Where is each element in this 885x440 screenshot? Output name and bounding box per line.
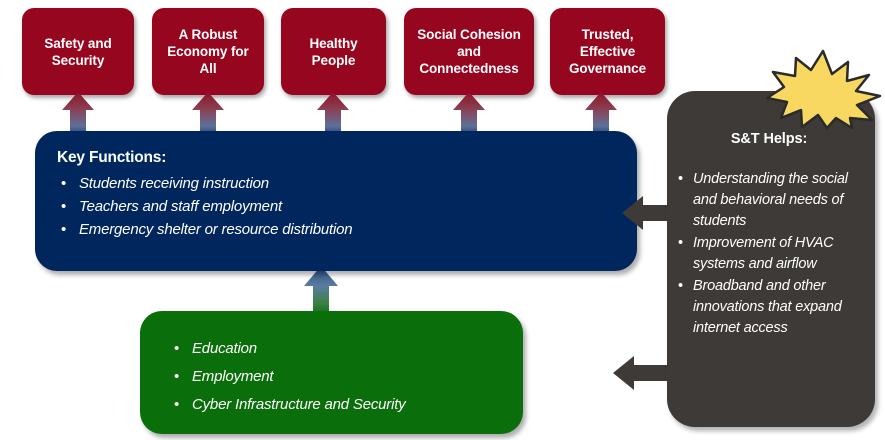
foundations-item: Education bbox=[170, 335, 501, 363]
st-helps-item: Improvement of HVAC systems and airflow bbox=[677, 233, 861, 275]
st-helps-panel[interactable]: S&T Helps: Understanding the social and … bbox=[667, 91, 875, 427]
key-functions-item: Teachers and staff employment bbox=[57, 195, 615, 218]
outcome-box-trusted-governance[interactable]: Trusted, Effective Governance bbox=[550, 8, 665, 95]
foundations-box[interactable]: Education Employment Cyber Infrastructur… bbox=[140, 311, 523, 434]
up-arrow-icon-to-social-cohesion bbox=[453, 92, 485, 139]
foundations-list: Education Employment Cyber Infrastructur… bbox=[170, 335, 501, 419]
outcome-box-robust-economy-for-all[interactable]: A Robust Economy for All bbox=[152, 8, 264, 95]
foundations-item: Employment bbox=[170, 363, 501, 391]
outcome-box-safety-and-security[interactable]: Safety and Security bbox=[22, 8, 134, 95]
outcome-label: Trusted, Effective Governance bbox=[568, 27, 647, 76]
foundations-item: Cyber Infrastructure and Security bbox=[170, 391, 501, 419]
left-arrow-icon-st-to-foundations bbox=[613, 356, 683, 390]
key-functions-list: Students receiving instruction Teachers … bbox=[57, 172, 615, 241]
st-helps-list: Understanding the social and behavioral … bbox=[677, 169, 861, 339]
st-helps-title: S&T Helps: bbox=[730, 131, 808, 147]
up-arrow-icon-to-healthy-people bbox=[317, 92, 349, 139]
outcome-label: Safety and Security bbox=[44, 35, 112, 68]
up-arrow-icon-to-trusted-governance bbox=[585, 92, 617, 139]
outcome-label: Social Cohesion and Connectedness bbox=[417, 27, 521, 76]
key-functions-item: Emergency shelter or resource distributi… bbox=[57, 218, 615, 241]
st-helps-item: Broadband and other innovations that exp… bbox=[677, 276, 861, 339]
outcome-box-social-cohesion[interactable]: Social Cohesion and Connectedness bbox=[404, 8, 534, 95]
starburst-icon bbox=[765, 49, 882, 130]
up-arrow-icon-to-robust-economy bbox=[192, 92, 224, 139]
outcome-label: Healthy People bbox=[309, 35, 358, 68]
up-arrow-icon-to-safety-and-security bbox=[62, 92, 94, 139]
key-functions-title: Key Functions: bbox=[57, 149, 167, 166]
left-arrow-icon-st-to-key-functions bbox=[622, 196, 680, 230]
up-arrow-icon-foundations-to-key-functions bbox=[304, 266, 338, 317]
key-functions-box[interactable]: Key Functions: Students receiving instru… bbox=[35, 131, 637, 271]
st-helps-item: Understanding the social and behavioral … bbox=[677, 169, 861, 232]
key-functions-item: Students receiving instruction bbox=[57, 172, 615, 195]
outcome-label: A Robust Economy for All bbox=[167, 27, 249, 76]
outcome-box-healthy-people[interactable]: Healthy People bbox=[281, 8, 386, 95]
